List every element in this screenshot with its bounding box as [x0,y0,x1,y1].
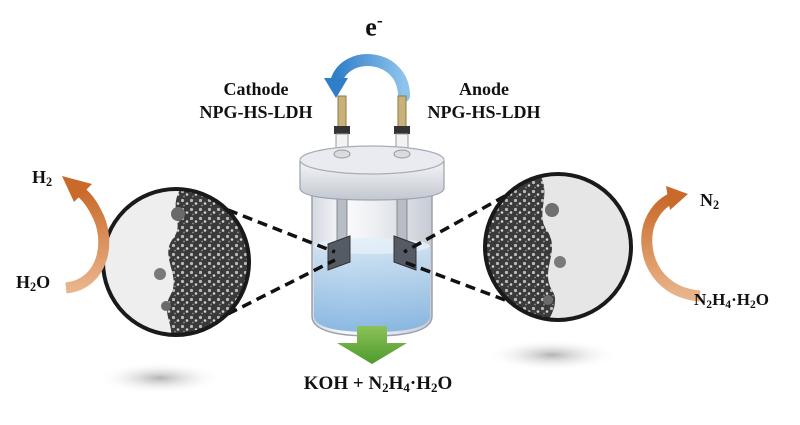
right-reaction-arrow [641,193,701,302]
cathode-terminal [334,126,350,134]
n2-product-label: N2 [700,190,720,213]
right-shadow [486,339,618,371]
left-shadow [98,362,222,394]
h2o-reactant-label: H2O [16,272,51,295]
left-reaction-arrowhead [62,176,92,202]
electron-arrow [330,54,410,102]
anode-micrograph [483,172,633,322]
electron-arrowhead [324,78,348,98]
anode-material: NPG-HS-LDH [427,102,541,122]
anode-terminal [394,126,410,134]
h2-product-label: H2 [32,167,53,190]
hydrazine-reactant-label: N2H4·H2O [694,290,769,311]
electrolyte-label: KOH + N2H4·H2O [303,373,453,396]
electrolyte-liquid [314,243,430,332]
cathode-material: NPG-HS-LDH [199,102,313,122]
cathode-wire [337,95,347,131]
cell-lid-top [299,145,445,175]
anode-title: Anode [458,79,510,99]
left-reaction-arrow [64,185,110,294]
cathode-micrograph [101,187,251,337]
zoom-connectors [227,194,506,316]
cathode-title: Cathode [223,79,289,99]
right-reaction-arrowhead [666,186,688,210]
electron-label: e- [365,10,383,42]
anode-wire [397,95,407,131]
flow-arrow [337,326,407,364]
